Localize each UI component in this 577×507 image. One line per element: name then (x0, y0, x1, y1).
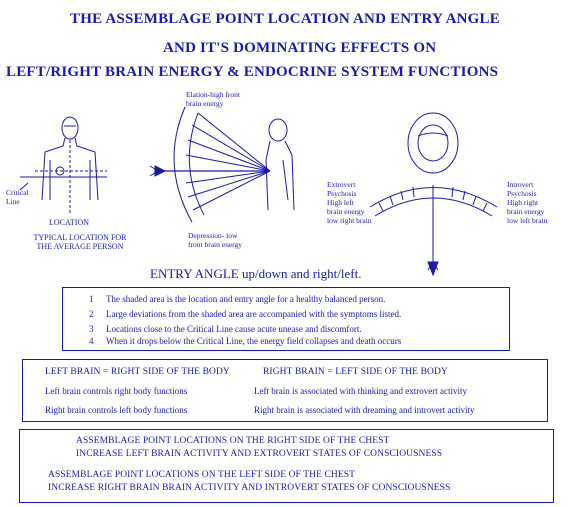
right-brain-header: RIGHT BRAIN = LEFT SIDE OF THE BODY (263, 367, 448, 377)
introvert-psychosis-label: Introvert Psychosis High right brain ene… (507, 180, 548, 225)
left-chest-line-1: ASSEMBLAGE POINT LOCATIONS ON THE LEFT S… (48, 470, 356, 480)
side-view-person (265, 118, 295, 211)
note-1-number: 1 (89, 294, 94, 304)
title-line-2: AND IT'S DOMINATING EFFECTS ON (163, 40, 437, 56)
front-view-person (19, 116, 107, 215)
left-brain-thinking: Left brain is associated with thinking a… (254, 386, 467, 396)
left-brain-controls: Left brain controls right body functions (45, 386, 188, 396)
vertical-angle-fan (149, 106, 271, 223)
right-chest-line-1: ASSEMBLAGE POINT LOCATIONS ON THE RIGHT … (76, 436, 390, 446)
elation-label: Elation-high front brain energy (186, 90, 240, 108)
title-line-1: THE ASSEMBLAGE POINT LOCATION AND ENTRY … (70, 11, 500, 27)
extrovert-psychosis-label: Extrovert Psychosis High left brain ener… (327, 180, 372, 225)
note-4-text: When it drops below the Critical Line, t… (106, 336, 402, 346)
critical-line-label: Critical Line (6, 188, 29, 206)
typical-location-caption: TYPICAL LOCATION FOR THE AVERAGE PERSON (33, 233, 127, 251)
note-2-number: 2 (89, 309, 94, 319)
brain-sides-box: LEFT BRAIN = RIGHT SIDE OF THE BODY RIGH… (22, 359, 548, 422)
right-brain-controls: Right brain controls left body functions (45, 405, 188, 415)
note-4-number: 4 (89, 336, 94, 346)
note-3-number: 3 (89, 324, 94, 334)
right-chest-line-2: INCREASE LEFT BRAIN ACTIVITY AND EXTROVE… (76, 449, 443, 459)
arc-tick-marks (378, 186, 488, 212)
note-2-text: Large deviations from the shaded area ar… (106, 309, 402, 319)
note-3-text: Locations close to the Critical Line cau… (106, 324, 362, 334)
right-brain-dreaming: Right brain is associated with dreaming … (254, 405, 475, 415)
note-1-text: The shaded area is the location and entr… (106, 294, 386, 304)
chest-locations-box: ASSEMBLAGE POINT LOCATIONS ON THE RIGHT … (19, 429, 554, 503)
notes-box: 1 The shaded area is the location and en… (62, 287, 510, 351)
left-chest-line-2: INCREASE RIGHT BRAIN BRAIN ACTIVITY AND … (48, 483, 451, 493)
title-line-3: LEFT/RIGHT BRAIN ENERGY & ENDOCRINE SYST… (6, 64, 499, 80)
left-brain-header: LEFT BRAIN = RIGHT SIDE OF THE BODY (45, 367, 230, 377)
entry-angle-heading: ENTRY ANGLE up/down and right/left. (150, 266, 362, 281)
depression-label: Depression- low front brain energy (188, 231, 243, 249)
location-label: LOCATION (49, 218, 89, 227)
horizontal-angle-fan (369, 112, 498, 277)
